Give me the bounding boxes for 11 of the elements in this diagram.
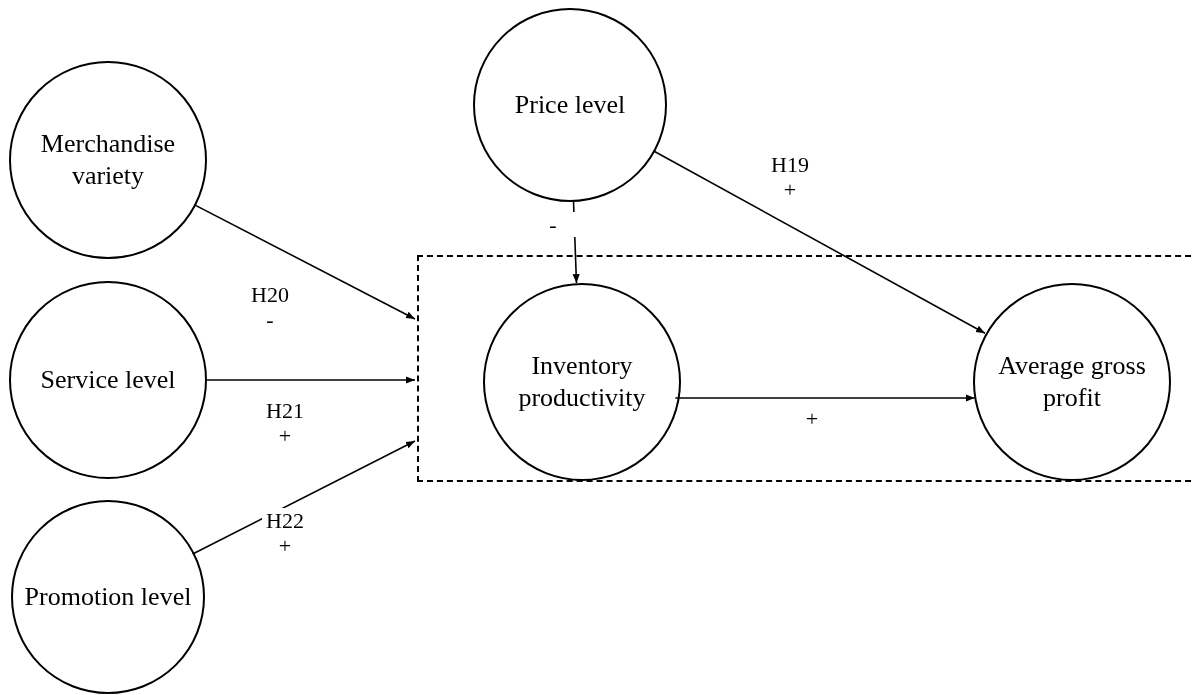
node-label: Average gross profit xyxy=(997,349,1147,414)
node-label: Inventory productivity xyxy=(517,349,647,414)
node-label: Promotion level xyxy=(23,580,193,613)
arrow xyxy=(652,150,986,335)
arrow xyxy=(674,394,976,402)
arrow xyxy=(193,203,416,320)
node-label: Price level xyxy=(513,88,627,121)
node-label: Merchandise variety xyxy=(39,127,177,192)
arrow xyxy=(204,376,416,384)
node-label: Service level xyxy=(39,363,177,396)
arrow xyxy=(191,440,416,555)
